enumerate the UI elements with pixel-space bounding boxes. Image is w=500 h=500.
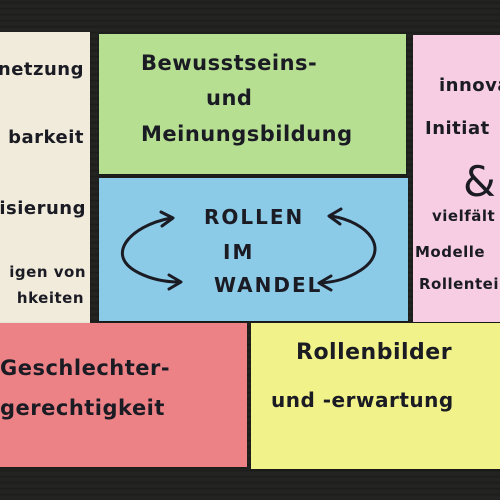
card-text-line: Meinungsbildung xyxy=(141,122,353,146)
note-card-green: Bewusstseins- und Meinungsbildung xyxy=(99,34,406,174)
card-text-line: gerechtigkeit xyxy=(0,396,165,420)
card-text-line: und xyxy=(206,86,253,110)
card-text-line: ROLLEN xyxy=(204,205,305,229)
note-card-yellow: Rollenbilder und -erwartung xyxy=(251,323,500,469)
card-text-line: Initiat xyxy=(425,118,490,139)
card-text-line: ilisierung xyxy=(0,198,86,219)
card-text-line: barkeit xyxy=(8,127,84,148)
card-text-line: innova xyxy=(439,75,500,96)
card-text-line: IM xyxy=(223,240,255,264)
card-text-line: WANDEL xyxy=(214,273,323,297)
card-text-line: vielfält xyxy=(432,207,496,225)
card-text-line: Bewusstseins- xyxy=(141,51,318,75)
note-card-blue: ROLLEN IM WANDEL xyxy=(99,178,408,321)
card-text-line: igen von xyxy=(9,263,86,281)
note-card-red: Geschlechter- gerechtigkeit xyxy=(0,323,247,467)
card-text-line: netzung xyxy=(0,59,84,80)
card-text-line: und -erwartung xyxy=(271,388,454,412)
card-text-line: Modelle xyxy=(415,243,486,261)
card-text-line: hkeiten xyxy=(16,289,84,307)
card-text-line: Rollenbilder xyxy=(296,340,453,365)
card-text-line: Geschlechter- xyxy=(0,356,171,380)
note-card-cream: netzung barkeit ilisierung igen von hkei… xyxy=(0,32,90,323)
card-text-line: Rollentei xyxy=(419,275,499,293)
cycle-arrows-icon xyxy=(121,207,377,292)
ampersand: & xyxy=(463,157,497,206)
note-card-pink: innova Initiat & vielfält Modelle Rollen… xyxy=(413,35,500,322)
